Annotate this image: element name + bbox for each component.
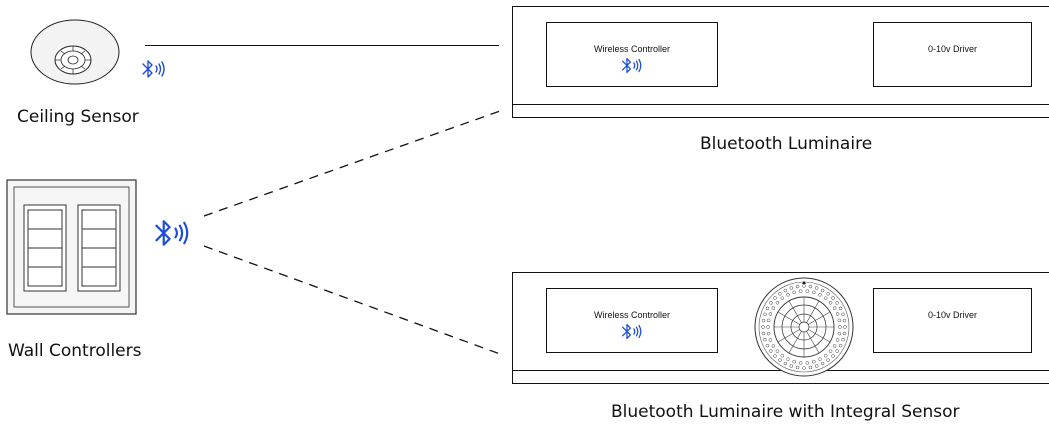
driver-box: 0-10v Driver [873,22,1032,87]
bluetooth-luminaire-label: Bluetooth Luminaire [700,134,873,154]
driver-box: 0-10v Driver [873,288,1032,353]
bluetooth-luminaire-integral-sensor-label: Bluetooth Luminaire with Integral Sensor [611,402,960,422]
wireless-controller-box: Wireless Controller [546,22,718,87]
wall-controller-icon [6,179,137,315]
bluetooth-icon [621,323,642,340]
wired-connection-line [145,45,499,46]
integral-sensor-icon [754,277,854,377]
ceiling-sensor-icon [30,19,120,85]
bluetooth-icon [142,60,165,78]
bluetooth-icon [621,57,642,74]
wall-controllers-label: Wall Controllers [8,341,142,361]
wireless-controller-box: Wireless Controller [546,288,718,353]
ceiling-sensor-label: Ceiling Sensor [17,107,139,127]
bluetooth-icon [155,220,189,246]
